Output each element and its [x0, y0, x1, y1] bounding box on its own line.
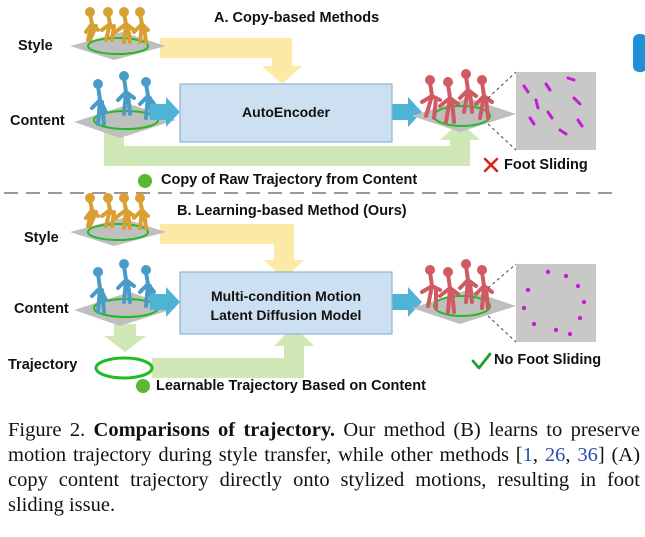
caption-figure-label: Figure 2. — [8, 419, 86, 441]
style-platform-b — [70, 218, 166, 246]
caption-sep-2: , — [565, 444, 578, 466]
caption-text-before: Our method (B) learns to preserve motion… — [8, 419, 640, 466]
diffusion-model-label-line2: Latent Diffusion Model — [210, 307, 362, 323]
trajectory-ellipse — [94, 356, 154, 380]
caption-title: Comparisons of trajectory. — [93, 419, 336, 441]
diagram-canvas — [4, 7, 620, 393]
green-dot-icon — [138, 174, 152, 188]
content-to-trajectory-arrow — [104, 324, 146, 352]
caption-text-after: ] (A) copy content trajectory directly o… — [8, 444, 641, 516]
content-label-b: Content — [14, 301, 69, 317]
model-to-output-arrow-a — [392, 97, 422, 127]
trajectory-to-model-arrow — [152, 326, 314, 378]
output-figures-b — [420, 259, 494, 314]
zoom-lines-a — [487, 71, 517, 151]
citation-link-1[interactable]: 1 — [522, 444, 533, 466]
citation-link-26[interactable]: 26 — [544, 444, 566, 466]
foot-dots-panel-b — [516, 264, 596, 342]
content-figures-b — [90, 259, 156, 314]
style-to-model-arrow-a — [160, 38, 302, 84]
trajectory-label: Trajectory — [8, 357, 78, 373]
autoencoder-box — [179, 83, 393, 143]
model-to-output-arrow-b — [392, 287, 422, 317]
diffusion-model-box — [179, 271, 393, 335]
green-dot-icon — [136, 379, 150, 393]
trajectory-copy-note: Copy of Raw Trajectory from Content — [161, 172, 418, 188]
section-b-title: B. Learning-based Method (Ours) — [177, 203, 407, 219]
content-to-model-arrow-a — [150, 97, 180, 127]
check-icon — [471, 352, 492, 370]
output-figures-a — [420, 69, 494, 124]
section-a-title: A. Copy-based Methods — [214, 10, 380, 26]
diffusion-model-label-line1: Multi-condition Motion — [210, 288, 362, 304]
foot-dots-panel-a — [516, 72, 596, 150]
figure-caption: Figure 2. Comparisons of trajectory. Our… — [8, 418, 640, 518]
style-figures-a — [84, 7, 150, 44]
autoencoder-label: AutoEncoder — [242, 104, 330, 120]
cross-icon — [483, 157, 499, 173]
content-figures-a — [90, 71, 156, 126]
citation-link-36[interactable]: 36 — [577, 444, 598, 466]
style-label-a: Style — [18, 38, 53, 54]
style-figures-b — [84, 193, 150, 230]
edge-tab[interactable] — [633, 34, 645, 72]
style-to-model-arrow-b — [160, 224, 304, 280]
content-to-model-arrow-b — [150, 287, 180, 317]
learnable-trajectory-note: Learnable Trajectory Based on Content — [156, 378, 426, 394]
style-platform-a — [70, 32, 166, 60]
style-label-b: Style — [24, 230, 59, 246]
caption-sep-1: , — [532, 444, 545, 466]
no-foot-sliding-note: No Foot Sliding — [494, 352, 602, 368]
content-label-a: Content — [10, 113, 65, 129]
foot-sliding-note: Foot Sliding — [504, 157, 588, 173]
trajectory-copy-arrow-a — [104, 122, 480, 166]
zoom-lines-b — [487, 263, 517, 343]
